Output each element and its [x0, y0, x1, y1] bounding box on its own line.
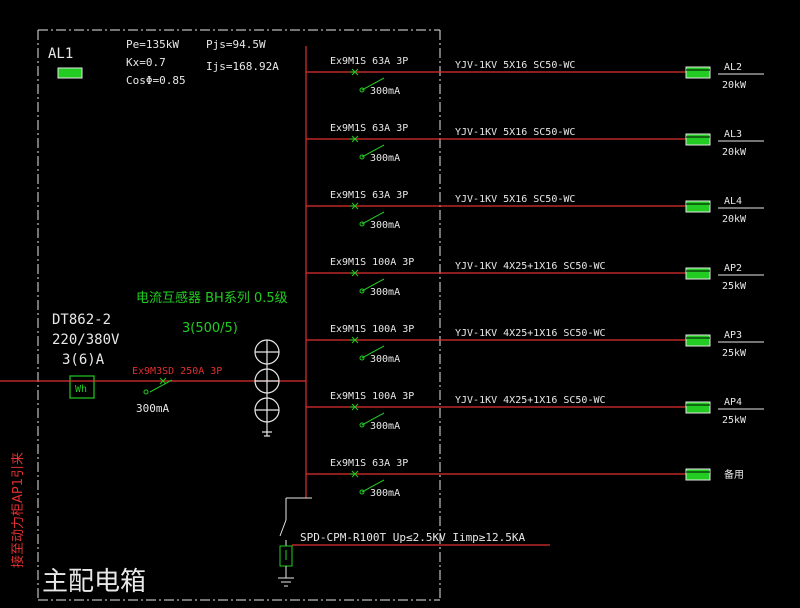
target-symbol [685, 267, 711, 280]
panel-pjs: Pjs=94.5W [206, 38, 266, 51]
branch-leak: 300mA [370, 153, 400, 164]
breaker-blade [361, 77, 385, 91]
incoming-note: 接至动力柜AP1引来 [10, 452, 26, 568]
breaker-blade [361, 278, 385, 292]
target-symbol [685, 334, 711, 347]
breaker-blade [361, 345, 385, 359]
branch-group: Ex9M1S 63A 3P 300mA YJV-1KV 5X16 SC50-WC AL… [306, 56, 764, 499]
panel-id: AL1 [48, 46, 73, 62]
breaker-x [351, 135, 359, 143]
main-breaker-model: Ex9M3SD 250A 3P [132, 366, 222, 377]
branch-breaker: Ex9M1S 100A 3P [330, 391, 414, 402]
breaker-pivot [359, 355, 365, 361]
current-transformer-symbol [254, 339, 280, 437]
breaker-x [351, 68, 359, 76]
branch-cable: YJV-1KV 5X16 SC50-WC [455, 194, 575, 205]
branch-leak: 300mA [370, 354, 400, 365]
branch-leak: 300mA [370, 220, 400, 231]
ct-ratio: 3(500/5) [182, 321, 238, 336]
branch-cable: YJV-1KV 4X25+1X16 SC50-WC [455, 328, 606, 339]
meter-label: Wh [75, 384, 87, 395]
branch-breaker: Ex9M1S 63A 3P [330, 123, 408, 134]
branch-target: AL2 [724, 62, 742, 73]
target-symbol [685, 66, 711, 79]
main-breaker-symbol [143, 377, 173, 395]
branch-power: 25kW [722, 281, 747, 292]
panel-pe: Pe=135kW [126, 38, 179, 51]
breaker-pivot [359, 154, 365, 160]
branch-breaker: Ex9M1S 100A 3P [330, 324, 414, 335]
breaker-pivot [359, 422, 365, 428]
branch-power: 20kW [722, 80, 747, 91]
panel-title: 主配电箱 [42, 567, 146, 597]
branch-leak: 300mA [370, 86, 400, 97]
branch-target: AL4 [724, 196, 742, 207]
branch-breaker: Ex9M1S 100A 3P [330, 257, 414, 268]
branch-cable: YJV-1KV 5X16 SC50-WC [455, 127, 575, 138]
meter-current: 3(6)A [62, 352, 105, 368]
branch-breaker: Ex9M1S 63A 3P [330, 190, 408, 201]
meter-box [69, 375, 95, 399]
main-breaker-leak: 300mA [136, 402, 169, 415]
breaker-x [351, 269, 359, 277]
branch-cable: YJV-1KV 4X25+1X16 SC50-WC [455, 395, 606, 406]
branch-target: AL3 [724, 129, 742, 140]
panel-ijs: Ijs=168.92A [206, 60, 279, 73]
branch-target: AP4 [724, 397, 742, 408]
breaker-pivot [359, 489, 365, 495]
breaker-x [351, 336, 359, 344]
branch-power: 20kW [722, 147, 747, 158]
breaker-blade [361, 479, 385, 493]
branch-power: 25kW [722, 348, 747, 359]
branch-target: 备用 [724, 468, 744, 481]
breaker-x [351, 202, 359, 210]
ct-title: 电流互感器 BH系列 0.5级 [136, 290, 288, 306]
panel-frame [37, 29, 441, 601]
target-symbol [685, 200, 711, 213]
branch-target: AP3 [724, 330, 742, 341]
meter-voltage: 220/380V [52, 332, 120, 348]
branch-breaker: Ex9M1S 63A 3P [330, 56, 408, 67]
branch-target: AP2 [724, 263, 742, 274]
breaker-pivot [359, 221, 365, 227]
breaker-x [351, 403, 359, 411]
spd-spec: SPD-CPM-R100T Up≤2.5KV Iimp≥12.5KA [300, 531, 526, 544]
spd-symbol [278, 497, 312, 587]
target-symbol [685, 401, 711, 414]
branch-leak: 300mA [370, 287, 400, 298]
breaker-blade [361, 412, 385, 426]
panel-kx: Kx=0.7 [126, 56, 166, 69]
branch-leak: 300mA [370, 488, 400, 499]
branch-cable: YJV-1KV 5X16 SC50-WC [455, 60, 575, 71]
target-symbol [685, 468, 711, 481]
breaker-blade [361, 144, 385, 158]
branch-power: 25kW [722, 415, 747, 426]
meter-model: DT862-2 [52, 312, 111, 328]
breaker-x [351, 470, 359, 478]
branch-leak: 300mA [370, 421, 400, 432]
breaker-pivot [359, 87, 365, 93]
panel-id-symbol [57, 67, 83, 79]
panel-cos: CosΦ=0.85 [126, 74, 186, 87]
branch-power: 20kW [722, 214, 747, 225]
breaker-pivot [359, 288, 365, 294]
branch-breaker: Ex9M1S 63A 3P [330, 458, 408, 469]
breaker-blade [361, 211, 385, 225]
branch-cable: YJV-1KV 4X25+1X16 SC50-WC [455, 261, 606, 272]
target-symbol [685, 133, 711, 146]
